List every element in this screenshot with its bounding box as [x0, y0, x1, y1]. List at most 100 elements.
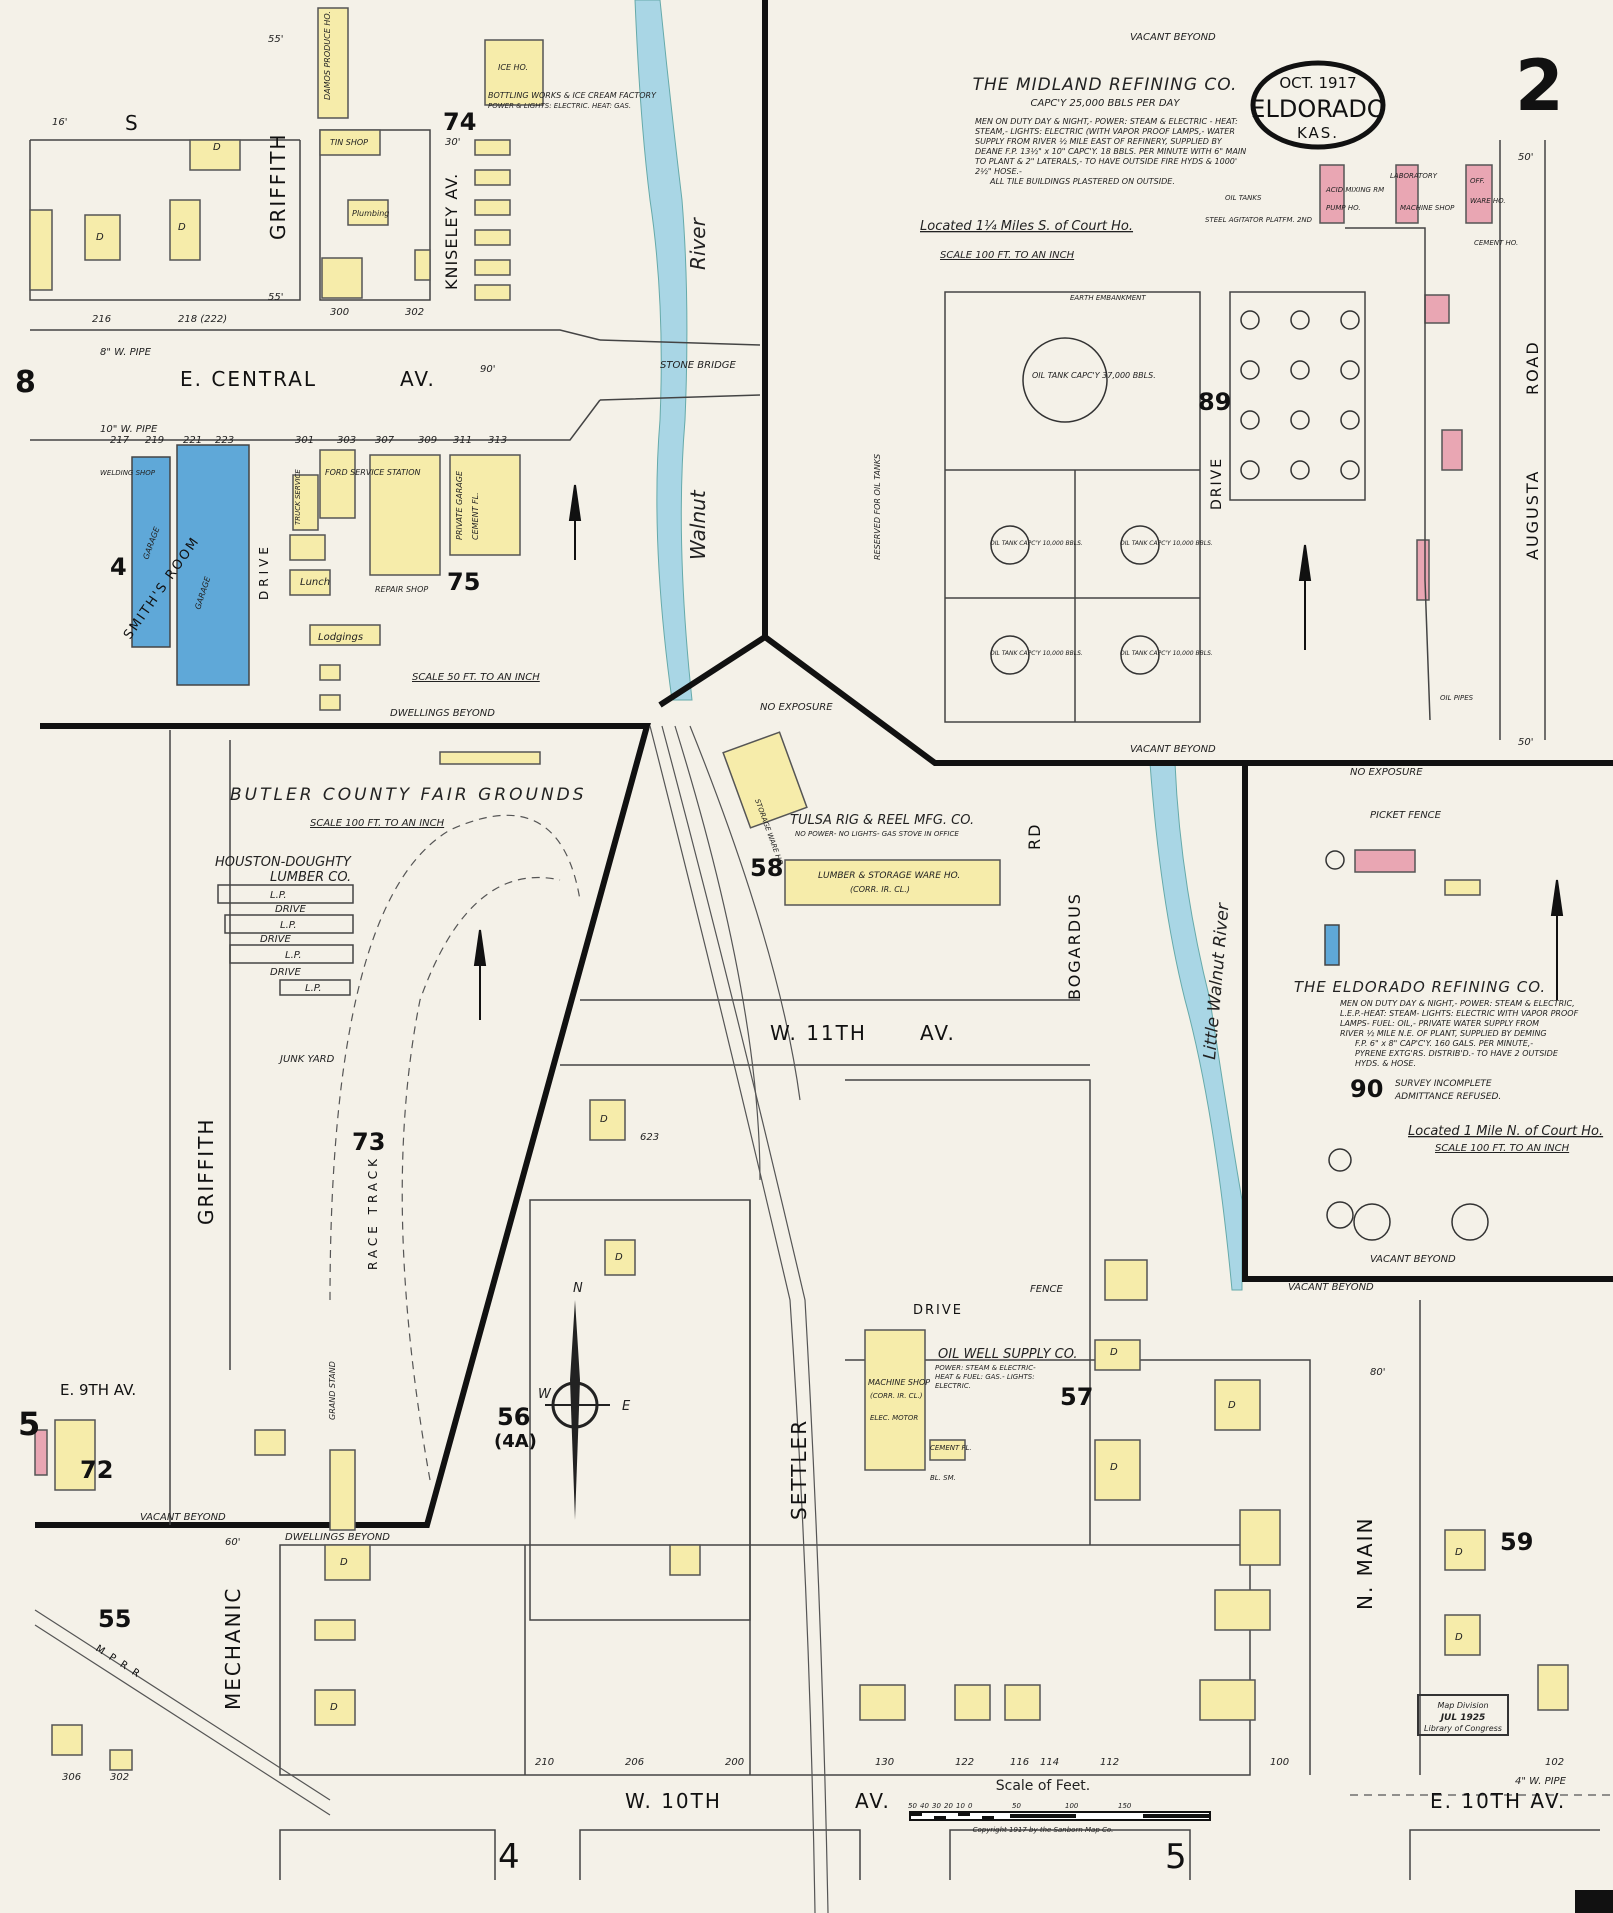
map-label: D [1110, 1462, 1118, 1473]
street-e9: E. 9TH AV. [60, 1381, 136, 1399]
title-cartouche [1250, 60, 1386, 150]
map-label: 100 [1270, 1757, 1289, 1768]
blacksmith: BL. SM. [930, 1474, 956, 1482]
map-label: D [1228, 1400, 1236, 1411]
cement-floor: CEMENT FL. [471, 492, 480, 540]
street-e-central: E. CENTRAL [180, 367, 317, 391]
stamp-line: Library of Congress [1424, 1724, 1502, 1733]
map-label: 100 [1065, 1802, 1079, 1810]
map-label: 311 [453, 435, 472, 446]
ford-service: FORD SERVICE STATION [325, 468, 421, 477]
bldg-label: PUMP HO. [1326, 204, 1361, 212]
map-label: 223 [215, 435, 234, 446]
no-exposure: NO EXPOSURE [760, 702, 833, 713]
street-n-main: N. MAIN [1353, 1517, 1377, 1610]
midland-location: Located 1¼ Miles S. of Court Ho. [920, 219, 1133, 234]
street-e-central-av: AV. [400, 367, 436, 391]
railroad-tracks [34, 725, 829, 1913]
stone-bridge: STONE BRIDGE [660, 360, 737, 371]
midland-desc: STEAM,- LIGHTS: ELECTRIC (WITH VAPOR PRO… [975, 127, 1235, 136]
map-label: 30' [445, 137, 460, 148]
adjoining-sheet-4[interactable]: 4 [498, 1837, 520, 1877]
map-label: 55' [268, 34, 283, 45]
midland-desc: TO PLANT & 2" LATERALS,- TO HAVE OUTSIDE… [975, 157, 1237, 166]
reserved-note: RESERVED FOR OIL TANKS [873, 454, 882, 560]
bldg-label: MACHINE SHOP [1400, 204, 1455, 212]
tulsa-rig-name: TULSA RIG & REEL MFG. CO. [790, 813, 974, 828]
map-label: 301 [295, 435, 314, 446]
oil-well-note: POWER: STEAM & ELECTRIC- [935, 1364, 1036, 1372]
map-label: 623 [640, 1132, 659, 1143]
vacant-beyond: VACANT BEYOND [1370, 1254, 1456, 1265]
map-state: KAS. [1297, 124, 1339, 142]
welding-shop: WELDING SHOP [100, 469, 156, 477]
midland-desc: MEN ON DUTY DAY & NIGHT,- POWER: STEAM &… [975, 117, 1238, 126]
eldorado-desc: L.E.P.-HEAT: STEAM- LIGHTS: ELECTRIC WIT… [1340, 1009, 1579, 1018]
scan-edge [1575, 1890, 1613, 1913]
walnut-river [634, 0, 693, 701]
tank-label: OIL TANK CAPC'Y 10,000 BBLS. [1120, 650, 1213, 657]
street-s: S [125, 111, 140, 135]
street-griffith-lower: GRIFFITH [194, 1118, 218, 1225]
tank-label: OIL TANK CAPC'Y 10,000 BBLS. [990, 650, 1083, 657]
map-label: 50 [1012, 1802, 1021, 1810]
map-label: 219 [145, 435, 164, 446]
block-56: 56 [497, 1403, 530, 1431]
midland-desc: SUPPLY FROM RIVER ½ MILE EAST OF REFINER… [975, 137, 1223, 146]
block-5: 5 [18, 1405, 40, 1443]
fair-grounds-scale: SCALE 100 FT. TO AN INCH [310, 818, 445, 829]
map-label: 80' [1370, 1367, 1385, 1378]
pipe-label: 8" W. PIPE [100, 347, 152, 358]
pipe-label-4: 4" W. PIPE [1515, 1776, 1567, 1787]
walnut-river-label: Walnut [686, 489, 710, 560]
picket-fence: PICKET FENCE [1370, 810, 1442, 821]
street-drive-89: DRIVE [1209, 457, 1225, 510]
drive-label: DRIVE [275, 904, 306, 915]
bldg-label: ACID MIXING RM [1325, 186, 1384, 194]
block-57: 57 [1060, 1383, 1093, 1411]
map-label: D [615, 1252, 623, 1263]
junk-yard: JUNK YARD [278, 1054, 335, 1065]
map-label: 50' [1518, 737, 1533, 748]
fence-label: FENCE [1030, 1284, 1064, 1295]
stamp-line: Map Division [1437, 1701, 1488, 1710]
block-90: 90 [1350, 1075, 1383, 1103]
map-label: 221 [183, 435, 202, 446]
block-58: 58 [750, 854, 783, 882]
lp-label: L.P. [280, 920, 297, 931]
street-e10: E. 10TH AV. [1430, 1789, 1566, 1813]
street-settler: SETTLER [787, 1419, 811, 1520]
midland-name: THE MIDLAND REFINING CO. [973, 75, 1238, 95]
tank-label: OIL TANK CAPC'Y 10,000 BBLS. [1120, 540, 1213, 547]
block-59: 59 [1500, 1528, 1533, 1556]
oil-well-note: ELECTRIC. [935, 1382, 971, 1390]
block-74: 74 [443, 108, 476, 136]
vacant-beyond: VACANT BEYOND [1130, 32, 1216, 43]
vacant-beyond: VACANT BEYOND [1130, 744, 1216, 755]
block-4: 4 [110, 553, 127, 581]
lodgings: Lodgings [318, 632, 363, 643]
bldg-label: LABORATORY [1390, 172, 1438, 180]
eldorado-refining-plant [1324, 849, 1489, 1241]
midland-desc: ALL TILE BUILDINGS PLASTERED ON OUTSIDE. [989, 177, 1175, 186]
midland-desc: DEANE F.P. 13½" x 10" CAPC'Y. 18 BBLS. P… [975, 147, 1246, 156]
map-label: 50' [1518, 152, 1533, 163]
adjoining-sheet-5[interactable]: 5 [1165, 1837, 1187, 1877]
midland-tank-farm [944, 164, 1493, 723]
race-track [329, 814, 581, 1481]
walnut-river-label-2: River [686, 216, 710, 270]
map-label: D [178, 222, 186, 233]
eldorado-desc: MEN ON DUTY DAY & NIGHT,- POWER: STEAM &… [1340, 999, 1575, 1008]
map-label: 30 [932, 1802, 941, 1810]
eldorado-refining-name: THE ELDORADO REFINING CO. [1294, 978, 1546, 996]
street-griffith: GRIFFITH [266, 133, 290, 240]
map-label: 112 [1100, 1757, 1119, 1768]
street-mechanic: MECHANIC [221, 1587, 245, 1710]
map-label: 302 [405, 307, 424, 318]
houston-doughty-name-2: LUMBER CO. [270, 870, 351, 885]
map-label: 40 [920, 1802, 929, 1810]
map-label: 0 [968, 1802, 973, 1810]
map-label: 200 [725, 1757, 744, 1768]
survey-note: ADMITTANCE REFUSED. [1394, 1092, 1501, 1102]
dwellings-beyond: DWELLINGS BEYOND [285, 1532, 390, 1543]
